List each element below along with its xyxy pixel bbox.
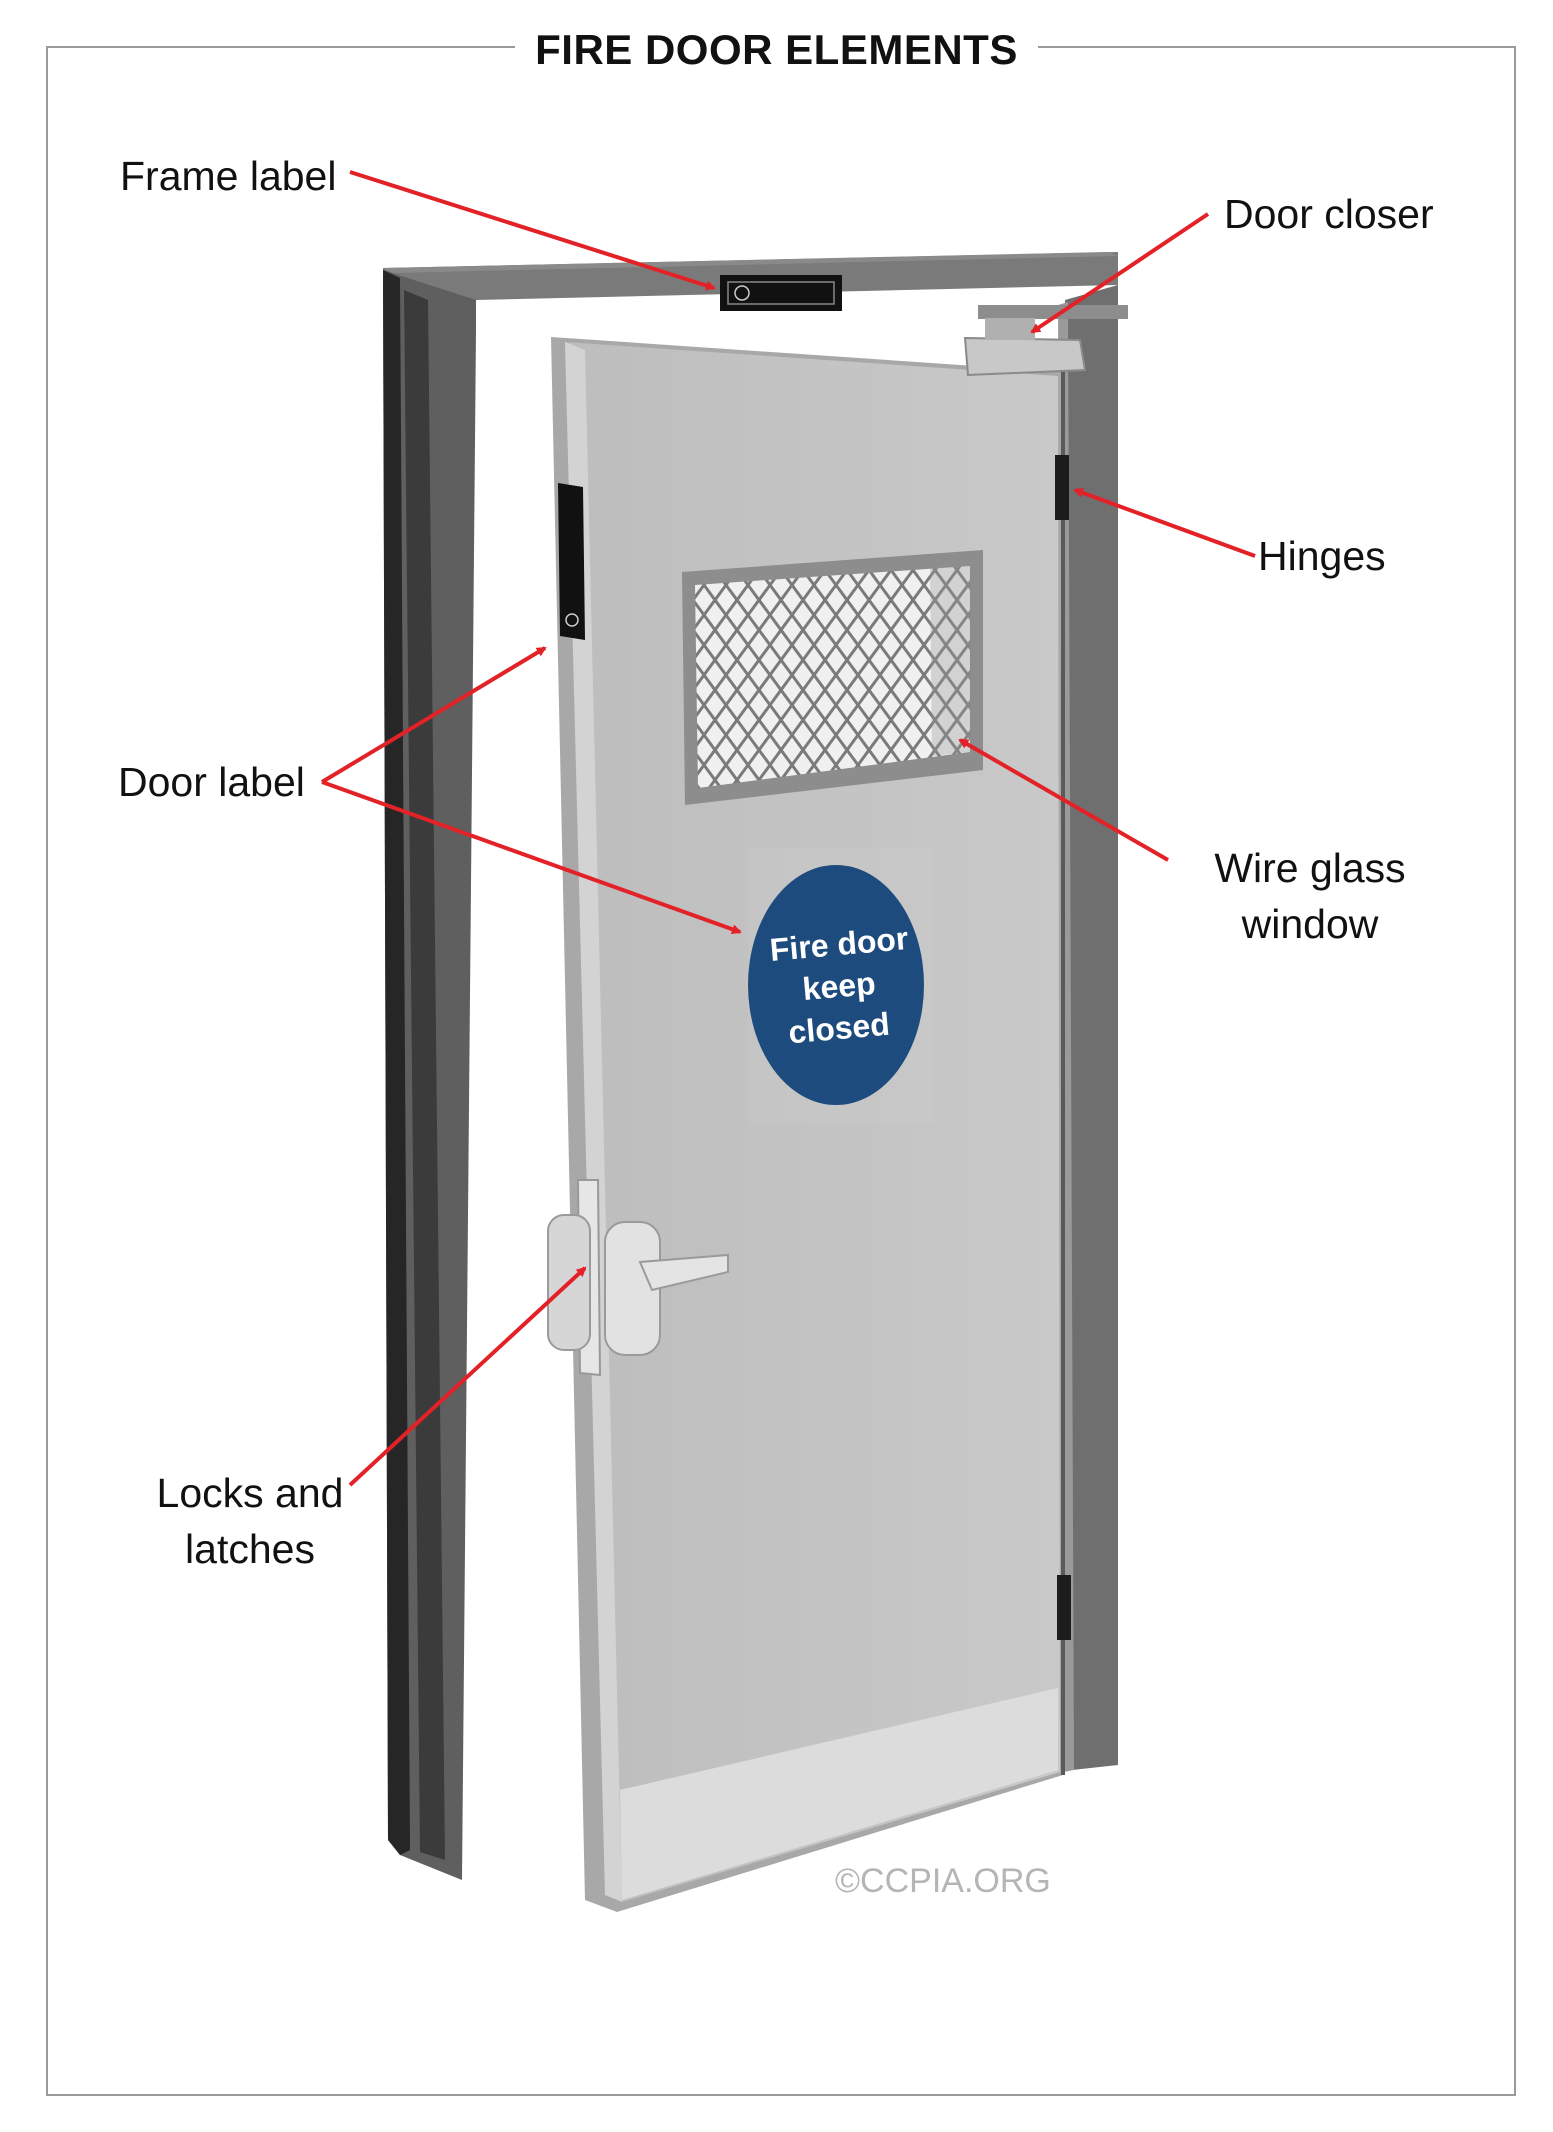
copyright-text: ©CCPIA.ORG xyxy=(835,1862,1051,1900)
arrow-door-closer xyxy=(1030,212,1210,334)
wire-glass-callout-line-1: Wire glass xyxy=(1214,845,1406,891)
callout-arrows xyxy=(320,170,1256,1487)
fire-door-sign: Fire door keep closed xyxy=(748,848,933,1123)
door-label-plate xyxy=(558,483,585,640)
frame-label-plate xyxy=(720,275,842,311)
wire-glass-callout-line-2: window xyxy=(1241,901,1379,947)
door-closer-callout: Door closer xyxy=(1224,191,1434,237)
locks-callout: Locks and latches xyxy=(140,1465,360,1577)
sign-line-3: closed xyxy=(787,1006,891,1051)
arrow-door-label-sign xyxy=(321,780,742,935)
arrow-frame-label xyxy=(349,170,716,291)
diagram-title-wrap: FIRE DOOR ELEMENTS xyxy=(0,26,1553,74)
door-closer xyxy=(963,305,1128,377)
arrow-door-label-plate xyxy=(320,646,547,784)
sign-line-2: keep xyxy=(801,965,877,1007)
locks-callout-line-2: latches xyxy=(185,1526,315,1572)
wire-glass-window xyxy=(682,550,983,805)
frame-label-callout: Frame label xyxy=(120,153,337,199)
arrow-hinges xyxy=(1073,488,1256,558)
wire-glass-callout: Wire glass window xyxy=(1180,840,1440,952)
hinges-callout: Hinges xyxy=(1258,533,1386,579)
diagram-title: FIRE DOOR ELEMENTS xyxy=(515,26,1038,73)
sign-circle xyxy=(748,865,924,1105)
arrow-wire-glass xyxy=(958,738,1169,862)
hinges xyxy=(1055,455,1071,1640)
lock-and-latch xyxy=(547,1179,729,1377)
door-frame xyxy=(383,252,1118,1880)
door-label-callout: Door label xyxy=(118,759,305,805)
locks-callout-line-1: Locks and xyxy=(156,1470,344,1516)
arrow-locks xyxy=(348,1266,587,1487)
